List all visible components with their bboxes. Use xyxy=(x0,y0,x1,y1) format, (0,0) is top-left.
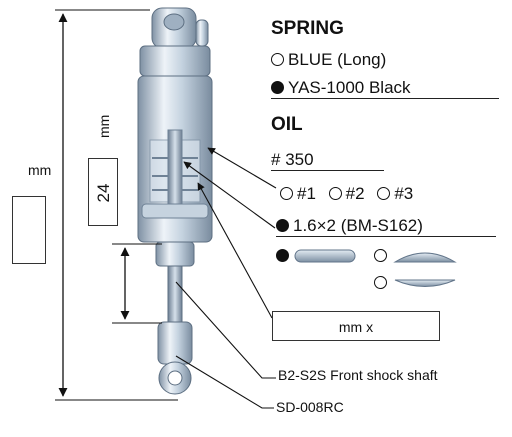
shaft-callout: B2-S2S Front shock shaft xyxy=(278,367,438,383)
radio-empty-icon xyxy=(377,187,391,200)
lower-collar xyxy=(155,241,195,267)
overall-length-dimension xyxy=(55,9,178,401)
piston-hole-options: #1 #2 #3 xyxy=(280,184,413,204)
overall-length-field[interactable] xyxy=(12,196,46,264)
piston-part-option[interactable]: 1.6×2 (BM-S162) xyxy=(276,216,496,237)
body-length-value: 24 xyxy=(94,183,113,203)
washer-2 xyxy=(393,252,457,263)
body-length-unit: mm xyxy=(96,114,112,138)
washer-1 xyxy=(294,249,356,263)
stroke-field[interactable]: mm x xyxy=(272,311,440,341)
rod-end xyxy=(157,321,193,395)
radio-filled-icon xyxy=(276,219,289,232)
piston-hole-1[interactable]: #1 xyxy=(280,184,316,203)
piston-hole-3[interactable]: #3 xyxy=(377,184,413,203)
spring-heading: SPRING xyxy=(271,18,344,39)
rod-end-callout: SD-008RC xyxy=(276,399,344,415)
oil-heading: OIL xyxy=(271,114,303,135)
spring-option-black[interactable]: YAS-1000 Black xyxy=(271,78,499,99)
oil-weight-value: 350 xyxy=(285,150,314,169)
radio-empty-icon xyxy=(280,187,293,200)
shock-body xyxy=(137,75,213,243)
oil-hash: # xyxy=(271,150,281,169)
washer-option-3[interactable] xyxy=(374,276,387,289)
spring-option-blue[interactable]: BLUE (Long) xyxy=(271,50,386,70)
shock-shaft xyxy=(167,265,183,323)
washer-option-2[interactable] xyxy=(374,249,387,262)
radio-filled-icon xyxy=(271,81,284,94)
washer-3 xyxy=(394,279,456,287)
stroke-field-label: mm x xyxy=(338,319,374,335)
leader-lines xyxy=(175,147,277,409)
spring-option-label: BLUE (Long) xyxy=(288,50,387,69)
washer-illustrations xyxy=(294,249,457,287)
washer-option-1[interactable] xyxy=(276,249,289,262)
oil-weight-field[interactable]: # 350 xyxy=(271,150,384,171)
shock-cap xyxy=(139,45,211,77)
overall-length-unit: mm xyxy=(28,162,52,178)
spring-option-label: YAS-1000 Black xyxy=(288,78,411,97)
piston-part-label: 1.6×2 (BM-S162) xyxy=(293,216,423,235)
piston-hole-2[interactable]: #2 xyxy=(328,184,365,203)
radio-empty-icon xyxy=(271,53,284,66)
stroke-dimension xyxy=(112,243,162,324)
body-length-field[interactable]: 24 xyxy=(88,158,118,226)
top-mount xyxy=(151,7,209,49)
radio-empty-icon xyxy=(328,187,342,200)
